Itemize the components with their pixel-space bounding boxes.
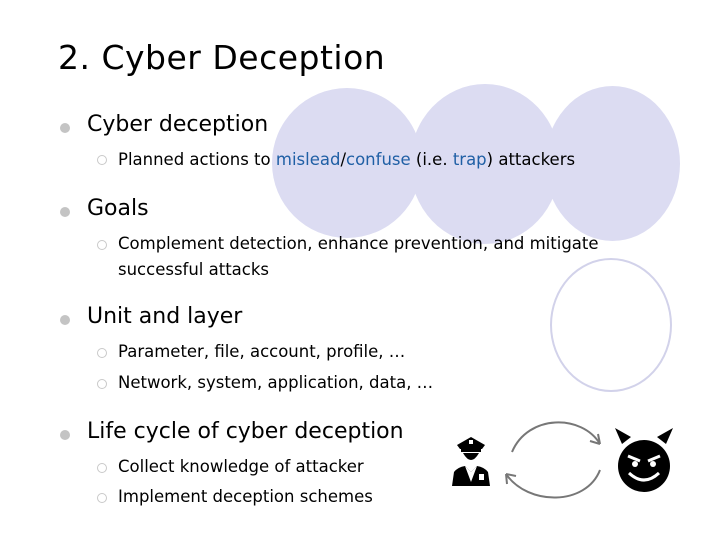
sub-bullet xyxy=(97,463,107,473)
sub-bullet xyxy=(97,493,107,503)
sub-bullet xyxy=(97,348,107,358)
decor-circle-3 xyxy=(545,86,680,241)
emphasis-trap: trap xyxy=(452,150,487,169)
sub-bullet xyxy=(97,379,107,389)
sub-bullet xyxy=(97,240,107,250)
police-officer-icon xyxy=(452,437,490,486)
bullet-life-cycle xyxy=(60,430,70,440)
decor-circle-1 xyxy=(272,88,422,238)
heading-unit-and-layer: Unit and layer xyxy=(87,304,243,329)
decor-circle-4 xyxy=(550,258,672,392)
devil-face-icon xyxy=(615,428,673,492)
item-network-system: Network, system, application, data, … xyxy=(118,373,434,392)
bullet-cyber-deception xyxy=(60,123,70,133)
heading-cyber-deception: Cyber deception xyxy=(87,112,269,137)
slide-title: 2. Cyber Deception xyxy=(58,38,386,77)
item-collect-knowledge: Collect knowledge of attacker xyxy=(118,457,364,476)
emphasis-confuse: confuse xyxy=(346,150,411,169)
sub-bullet xyxy=(97,155,107,165)
emphasis-mislead: mislead xyxy=(275,150,341,169)
cycle-arrows-icon xyxy=(505,421,601,499)
item-implement-deception: Implement deception schemes xyxy=(118,487,373,506)
heading-goals: Goals xyxy=(87,196,149,221)
decor-circle-2 xyxy=(410,84,560,244)
item-parameter-file: Parameter, file, account, profile, … xyxy=(118,342,406,361)
heading-life-cycle: Life cycle of cyber deception xyxy=(87,419,404,444)
bullet-unit-and-layer xyxy=(60,315,70,325)
item-complement-detection: Complement detection, enhance prevention… xyxy=(118,234,599,279)
bullet-goals xyxy=(60,207,70,217)
item-planned-actions: Planned actions to mislead/confuse (i.e.… xyxy=(118,150,576,169)
